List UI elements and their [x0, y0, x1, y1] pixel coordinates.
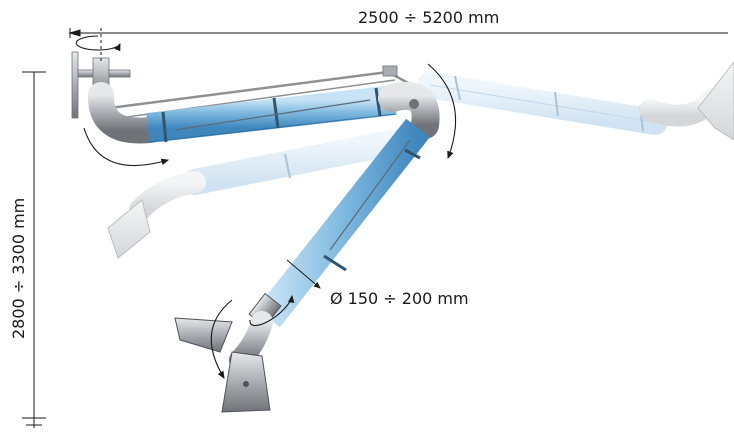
- tube-diameter-label: Ø 150 ÷ 200 mm: [330, 289, 469, 308]
- rotation-arrows: [75, 35, 457, 379]
- rotation-arrow-wall-arc: [83, 127, 170, 167]
- ghost-arm-left: [107, 127, 418, 259]
- dimension-lines: [22, 28, 728, 428]
- rotation-arrow-wall-swivel: [75, 35, 121, 52]
- upper-tube: [88, 82, 397, 144]
- rotation-arrow-collar: [249, 294, 295, 327]
- diameter-dimension-line: [286, 259, 321, 289]
- hood-side: [174, 317, 233, 353]
- rotation-arrow-elbow: [427, 63, 457, 160]
- rotation-arrow-hood: [210, 299, 233, 379]
- hood-lower: [221, 311, 273, 413]
- horizontal-reach-label: 2500 ÷ 5200 mm: [358, 8, 499, 27]
- vertical-height-label: 2800 ÷ 3300 mm: [9, 198, 28, 339]
- elbow-joint: [378, 81, 440, 139]
- ghost-arm-right: [417, 61, 734, 141]
- lower-tube: [248, 118, 430, 328]
